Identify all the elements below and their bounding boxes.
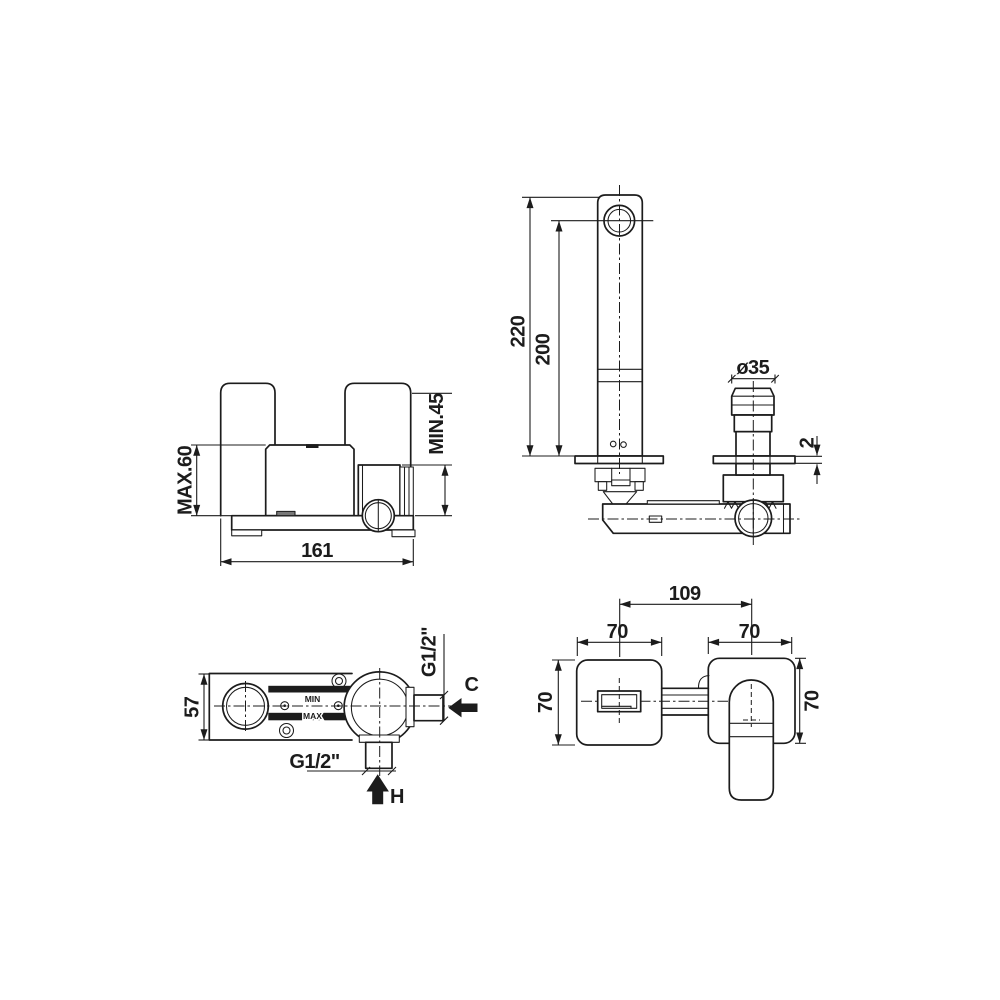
dim-body-depth-label: 57 bbox=[182, 696, 204, 718]
dim-hot-thread-label: G1/2" bbox=[289, 751, 339, 773]
spout-side-centerlines bbox=[588, 185, 801, 545]
cartridge-bar-upper bbox=[268, 685, 352, 693]
body-top-slot bbox=[306, 444, 319, 448]
dim-spout-plate-width-label: 70 bbox=[607, 621, 629, 643]
dim-handle-plate-height-label: 70 bbox=[802, 690, 824, 712]
dim-handle-diameter-label: ø35 bbox=[736, 357, 769, 379]
front-dimensions: 109 70 70 70 70 bbox=[535, 583, 824, 746]
spout-front bbox=[596, 678, 642, 724]
body-top-dimensions: 57 G1/2" C G1/2" H bbox=[182, 627, 480, 808]
cold-inlet-pipe bbox=[413, 694, 444, 722]
bottom-lug bbox=[278, 722, 295, 739]
handle-wall-plate bbox=[712, 455, 796, 465]
cartridge-bar-lower bbox=[268, 712, 352, 721]
dim-centres-label: 109 bbox=[669, 583, 701, 605]
cold-arrow bbox=[448, 698, 478, 718]
dim-plate-thickness-label: 2 bbox=[797, 437, 819, 448]
cartridge-max-label: MAX bbox=[303, 711, 322, 721]
cartridge-min-label: MIN bbox=[305, 694, 321, 704]
dim-body-width-label: 161 bbox=[301, 540, 333, 562]
cold-inlet-label: C bbox=[465, 674, 479, 696]
dim-handle-plate-width-label: 70 bbox=[739, 621, 761, 643]
dim-spout-height-label: 200 bbox=[533, 333, 555, 365]
view-front: 109 70 70 70 70 bbox=[535, 583, 824, 801]
dim-total-height-label: 220 bbox=[508, 315, 530, 347]
body-top-outline bbox=[208, 672, 353, 741]
wall-plates bbox=[574, 455, 796, 465]
body-top-centerlines bbox=[214, 668, 463, 776]
body-side-outline bbox=[219, 382, 416, 538]
spout-side-dimensions: 220 200 ø35 2 bbox=[508, 196, 822, 484]
connecting-bar bbox=[660, 687, 710, 716]
handle-front bbox=[728, 679, 775, 801]
view-body-top: MIN MAX 57 G1/2" C G1/2" bbox=[182, 627, 480, 808]
plate-edge-arc bbox=[697, 675, 710, 690]
base-clip bbox=[276, 510, 296, 517]
hot-arrow bbox=[366, 774, 389, 805]
view-body-side: MAX.60 MIN.45 161 bbox=[175, 382, 452, 566]
hot-inlet-pipe bbox=[364, 741, 393, 770]
view-spout-side: 220 200 ø35 2 bbox=[508, 185, 822, 545]
body-side-dimensions: MAX.60 MIN.45 161 bbox=[175, 392, 452, 566]
dim-spout-plate-height-label: 70 bbox=[535, 692, 557, 714]
dim-max-depth-label: MAX.60 bbox=[175, 445, 197, 515]
dim-min-depth-label: MIN.45 bbox=[426, 393, 448, 455]
dim-cold-thread-label: G1/2" bbox=[419, 627, 441, 677]
hot-inlet-label: H bbox=[390, 786, 404, 808]
